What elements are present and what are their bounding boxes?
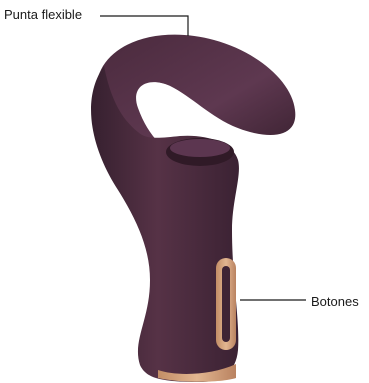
buttons-panel-inset — [222, 266, 230, 342]
flexible-tip-label: Punta flexible — [4, 8, 82, 21]
buttons-label: Botones — [311, 295, 359, 308]
suction-cup-rim — [170, 139, 230, 157]
tip-leader-line — [100, 16, 188, 36]
